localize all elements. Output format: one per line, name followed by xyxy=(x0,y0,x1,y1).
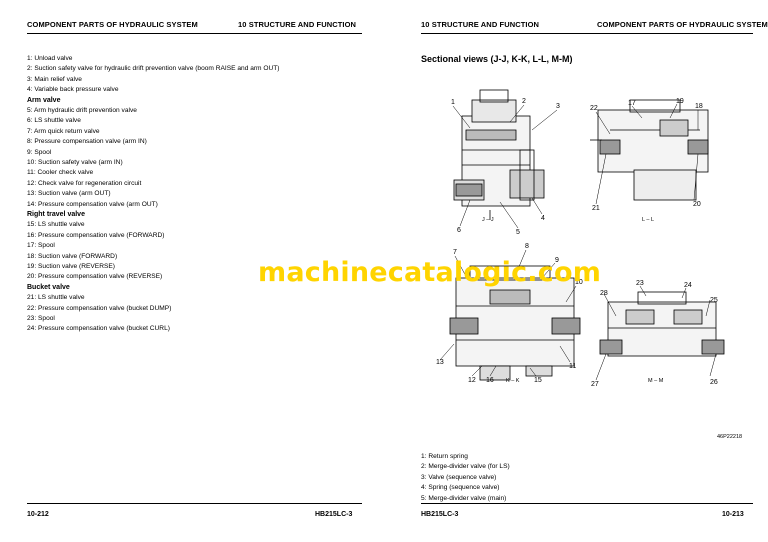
callout-6: 6 xyxy=(457,227,461,234)
left-header-chapter: 10 STRUCTURE AND FUNCTION xyxy=(238,20,357,29)
callout-5: 5 xyxy=(516,229,520,236)
callout-10: 10 xyxy=(575,279,583,286)
list-item: 11: Cooler check valve xyxy=(27,169,94,177)
left-page-number: 10-212 xyxy=(27,511,49,518)
right-header-rule xyxy=(421,33,753,34)
callout-4: 4 xyxy=(541,215,545,222)
callout-22: 22 xyxy=(590,105,598,112)
list-item: 12: Check valve for regeneration circuit xyxy=(27,179,142,187)
section-title: Sectional views (J-J, K-K, L-L, M-M) xyxy=(421,54,573,64)
list-item: 7: Arm quick return valve xyxy=(27,127,100,135)
right-header-title: COMPONENT PARTS OF HYDRAULIC SYSTEM xyxy=(597,20,768,29)
callout-1: 1 xyxy=(451,99,455,106)
view-k-k xyxy=(449,265,581,381)
callout-24: 24 xyxy=(684,282,692,289)
list-item: 4: Variable back pressure valve xyxy=(27,86,119,94)
callout-25: 25 xyxy=(710,297,718,304)
list-item: 19: Suction valve (REVERSE) xyxy=(27,263,115,270)
right-header-chapter: 10 STRUCTURE AND FUNCTION xyxy=(421,20,540,29)
list-item: 21: LS shuttle valve xyxy=(27,294,85,302)
legend-item: 5: Merge-divider valve (main) xyxy=(421,494,507,502)
list-item: 13: Suction valve (arm OUT) xyxy=(27,190,111,198)
list-item: 10: Suction safety valve (arm IN) xyxy=(27,159,123,166)
right-footer-rule xyxy=(421,503,753,504)
list-heading: Right travel valve xyxy=(27,211,85,218)
list-item: 1: Unload valve xyxy=(27,55,73,62)
caption-l-l: L – L xyxy=(642,217,654,223)
callout-20: 20 xyxy=(693,201,701,208)
list-item: 6: LS shuttle valve xyxy=(27,117,81,125)
list-item: 3: Main relief valve xyxy=(27,75,82,83)
callout-15: 15 xyxy=(534,377,542,384)
callout-11: 11 xyxy=(569,363,576,370)
list-item: 8: Pressure compensation valve (arm IN) xyxy=(27,138,147,146)
list-item: 23: Spool xyxy=(27,315,55,322)
callout-21: 21 xyxy=(592,205,600,212)
callout-16: 16 xyxy=(486,377,494,384)
caption-k-k: K – K xyxy=(506,378,520,384)
list-item: 24: Pressure compensation valve (bucket … xyxy=(27,325,170,333)
callout-8: 8 xyxy=(525,243,529,250)
callout-3: 3 xyxy=(556,103,560,110)
list-item: 17: Spool xyxy=(27,242,55,250)
right-page: 10 STRUCTURE AND FUNCTION COMPONENT PART… xyxy=(384,0,768,542)
caption-j-j: J – J xyxy=(482,217,494,223)
left-header-rule xyxy=(27,33,362,34)
list-item: 22: Pressure compensation valve (bucket … xyxy=(27,304,172,312)
callout-7: 7 xyxy=(453,249,457,256)
list-heading: Arm valve xyxy=(27,96,61,104)
list-item: 2: Suction safety valve for hydraulic dr… xyxy=(27,65,280,73)
legend-item: 1: Return spring xyxy=(421,453,468,460)
callout-26: 26 xyxy=(710,379,718,386)
callout-9: 9 xyxy=(555,257,559,264)
callout-2: 2 xyxy=(522,98,526,105)
right-page-number: 10-213 xyxy=(722,511,744,518)
list-heading: Bucket valve xyxy=(27,283,70,291)
list-item: 20: Pressure compensation valve (REVERSE… xyxy=(27,273,163,281)
list-item: 14: Pressure compensation valve (arm OUT… xyxy=(27,200,158,208)
left-page: COMPONENT PARTS OF HYDRAULIC SYSTEM 10 S… xyxy=(27,20,362,518)
list-item: 9: Spool xyxy=(27,148,52,156)
drawing-code: 46P22218 xyxy=(717,434,742,440)
view-j-j xyxy=(453,89,545,220)
callout-13: 13 xyxy=(436,359,444,366)
callout-19: 19 xyxy=(676,98,684,105)
legend-item: 4: Spring (sequence valve) xyxy=(421,484,500,492)
left-model-code: HB215LC-3 xyxy=(315,511,353,518)
callout-18: 18 xyxy=(695,103,703,110)
watermark-text: machinecatalogic.com xyxy=(258,257,602,288)
callout-28: 28 xyxy=(600,290,608,297)
left-footer-rule xyxy=(27,503,362,504)
callout-12: 12 xyxy=(468,377,476,384)
view-l-l xyxy=(590,99,709,201)
list-item: 5: Arm hydraulic drift prevention valve xyxy=(27,107,137,114)
list-item: 16: Pressure compensation valve (FORWARD… xyxy=(27,231,165,239)
list-item: 18: Suction valve (FORWARD) xyxy=(27,252,118,260)
callout-23: 23 xyxy=(636,280,644,287)
legend-item: 3: Valve (sequence valve) xyxy=(421,473,497,481)
view-m-m xyxy=(599,291,725,357)
left-header-title: COMPONENT PARTS OF HYDRAULIC SYSTEM xyxy=(27,20,198,29)
callout-17: 17 xyxy=(628,100,636,107)
callout-27: 27 xyxy=(591,381,599,388)
right-model-code: HB215LC-3 xyxy=(421,511,459,518)
list-item: 15: LS shuttle valve xyxy=(27,221,85,229)
sectional-views-diagram: J – J L – L K – K M – M 46P22218 1 2 3 xyxy=(420,70,752,444)
legend-item: 2: Merge-divider valve (for LS) xyxy=(421,463,510,471)
caption-m-m: M – M xyxy=(648,378,664,384)
